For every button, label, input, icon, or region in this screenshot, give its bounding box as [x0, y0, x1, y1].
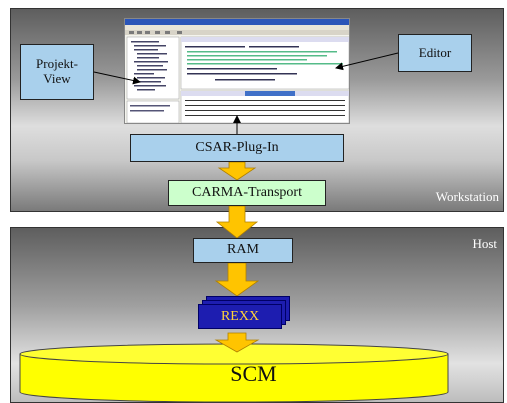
- flow-arrow-rexx-scm: [214, 332, 260, 353]
- editor-label: Editor: [418, 44, 452, 60]
- scm-cylinder: [19, 343, 449, 403]
- flow-arrow-ram-rexx: [214, 262, 260, 297]
- flow-arrow-csar-carma: [217, 161, 257, 181]
- host-label: Host: [472, 236, 497, 251]
- projekt-view-callout: Projekt- View: [20, 44, 94, 100]
- csar-plugin-label: CSAR-Plug-In: [195, 139, 279, 155]
- projekt-view-pointer: [93, 71, 141, 85]
- workstation-label: Workstation: [435, 189, 499, 204]
- rexx-label: REXX: [220, 308, 260, 324]
- scm-label: SCM: [230, 361, 277, 386]
- csar-plugin-box: CSAR-Plug-In: [130, 134, 344, 162]
- ide-window-thumbnail-icon: [125, 19, 349, 123]
- editor-callout: Editor: [398, 34, 472, 72]
- ide-screenshot-icon: [124, 18, 350, 124]
- ram-box: RAM: [193, 238, 293, 263]
- carma-transport-label: CARMA-Transport: [192, 184, 302, 200]
- projekt-view-label: Projekt- View: [36, 56, 78, 86]
- ram-label: RAM: [227, 242, 259, 258]
- flow-arrow-carma-ram: [215, 205, 259, 239]
- editor-pointer: [335, 52, 399, 71]
- rexx-box: REXX: [198, 304, 282, 329]
- carma-transport-box: CARMA-Transport: [168, 180, 326, 206]
